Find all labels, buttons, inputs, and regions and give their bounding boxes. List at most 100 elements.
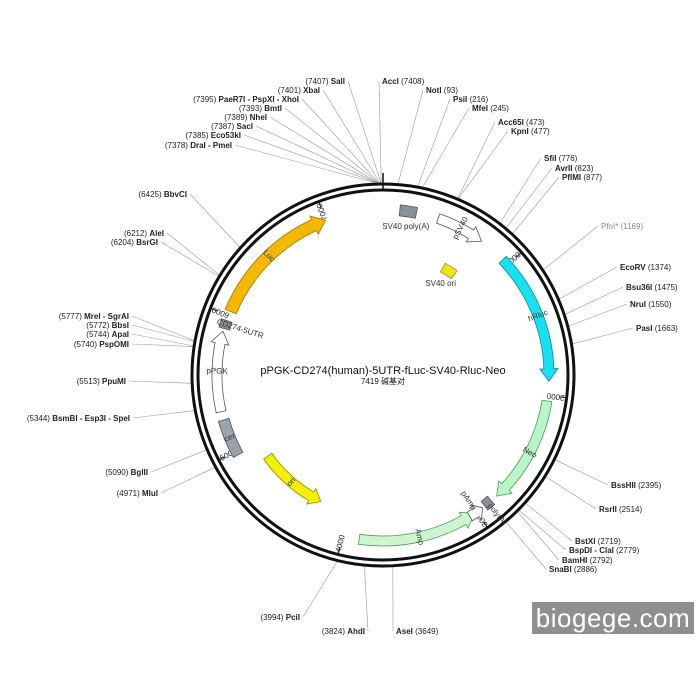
site-psii: PsiI (216) [453,95,488,104]
site-label: (5344) BsmBI - Esp3I - SpeI [27,414,130,423]
site-label: (7407) SalI [305,77,345,86]
site-avrii: AvrII (823) [555,164,594,173]
site-saci: (7387) SacI [211,122,253,131]
tick-mark [559,396,567,399]
site-label: (7387) SacI [211,122,253,131]
site-nhei: (7389) NheI [224,113,267,122]
site-position: (5090) [105,468,130,477]
site-name: PasI [636,324,655,333]
feature-sv40-ori [439,262,458,280]
site-name: XbaI [303,86,320,95]
site-mlui: (4971) MluI [117,489,158,498]
feature-pamp [466,504,483,522]
site-label: BamHI (2792) [562,556,613,565]
site-pspomi: (5740) PspOMI [74,340,129,349]
site-position: (245) [490,104,509,113]
site-position: (6212) [124,229,149,238]
feature-sv40-poly-a- [398,204,418,219]
site-leader [131,315,195,341]
site-name: AhdI [347,627,365,636]
site-label: NruI (1550) [630,300,672,309]
site-label: EcoRV (1374) [620,263,671,272]
site-position: (2792) [590,556,613,565]
site-name: EcoRV [620,263,648,272]
site-label: (7393) BmtI [239,104,282,113]
site-leader [347,80,382,184]
site-name: SfiI [544,154,559,163]
watermark-logo: biogege.com [532,602,694,634]
site-position: (2395) [638,481,661,490]
site-rsrii: RsrII (2514) [599,505,642,514]
feature-hrluc [498,255,559,383]
site-alei: (6212) AleI [124,229,164,238]
site-leader [131,343,194,347]
site-leader [543,225,599,270]
site-bbsi: (5772) BbsI [86,321,129,330]
site-label: (5777) MreI - SgrAI [59,312,129,321]
site-bmti: (7393) BmtI [239,104,282,113]
site-name: BstXI [575,537,598,546]
site-name: NruI [630,300,648,309]
site-mrei-sgrai: (5777) MreI - SgrAI [59,312,129,321]
site-label: (3824) AhdI [322,627,365,636]
site-leader [132,410,195,419]
site-label: (5740) PspOMI [74,340,129,349]
site-leader [269,116,379,184]
site-leader [234,144,377,184]
site-leader [506,167,553,228]
site-label: (7385) Eco53kI [185,131,241,140]
site-ahdi: (3824) AhdI [322,627,365,636]
site-label: (6204) BsrGI [111,238,158,247]
site-name: NotI [426,86,444,95]
site-apai: (5744) ApaI [86,330,129,339]
site-name: BmtI [264,104,282,113]
site-label: BssHII (2395) [611,481,662,490]
site-leader [525,503,573,542]
site-leader [518,510,567,551]
site-position: (2886) [574,565,597,574]
site-drai-pmei: (7378) DraI - PmeI [165,141,232,150]
site-label: BstXI (2719) [575,537,621,546]
site-leader [397,89,424,184]
site-label: (4971) MluI [117,489,158,498]
site-position: (93) [444,86,459,95]
site-position: (5344) [27,414,52,423]
site-leader [517,511,560,561]
site-label: (5513) PpuMI [77,377,126,386]
site-label: (5744) ApaI [86,330,129,339]
plasmid-name: pPGK-CD274(human)-5UTR-fLuc-SV40-Rluc-Ne… [260,365,505,377]
site-leader [131,324,195,342]
site-name: Eco53kI [211,131,241,140]
site-leader [131,333,194,347]
site-labels: (7407) SalI(7401) XbaI(7395) PaeR7I - Ps… [27,77,678,636]
site-paer7i-pspxi-xhoi: (7395) PaeR7I - PspXI - XhoI [193,95,299,104]
site-name: PfoI* [601,222,621,231]
site-nrui: NruI (1550) [630,300,672,309]
site-name: AccI [382,77,401,86]
site-position: (2514) [619,505,642,514]
plasmid-size: 7419 碱基对 [361,376,405,386]
site-label: (6212) AleI [124,229,164,238]
site-leader [160,467,215,494]
site-label: Acc65I (473) [498,118,545,127]
feature-label-ppgk: pPGK [206,366,228,375]
site-name: SalI [331,77,345,86]
feature-luc [224,215,327,315]
site-leader [458,130,509,199]
tick-label: 4000 [334,533,347,553]
site-name: SnaBI [549,565,574,574]
site-leader [559,266,618,300]
site-bstxi: BstXI (2719) [575,537,621,546]
site-name: BamHI [562,556,590,565]
feature-label-amp: Amp [413,528,425,547]
site-position: (6425) [139,190,164,199]
tick-label: 2000 [546,391,565,402]
site-label: PasI (1663) [636,324,678,333]
site-asei: AseI (3649) [396,627,439,636]
site-leader [500,157,542,224]
site-label: (5090) BglII [105,468,148,477]
site-name: Bsu36I [626,283,654,292]
feature-cd274-5utr [218,318,233,331]
site-position: (7378) [165,141,190,150]
